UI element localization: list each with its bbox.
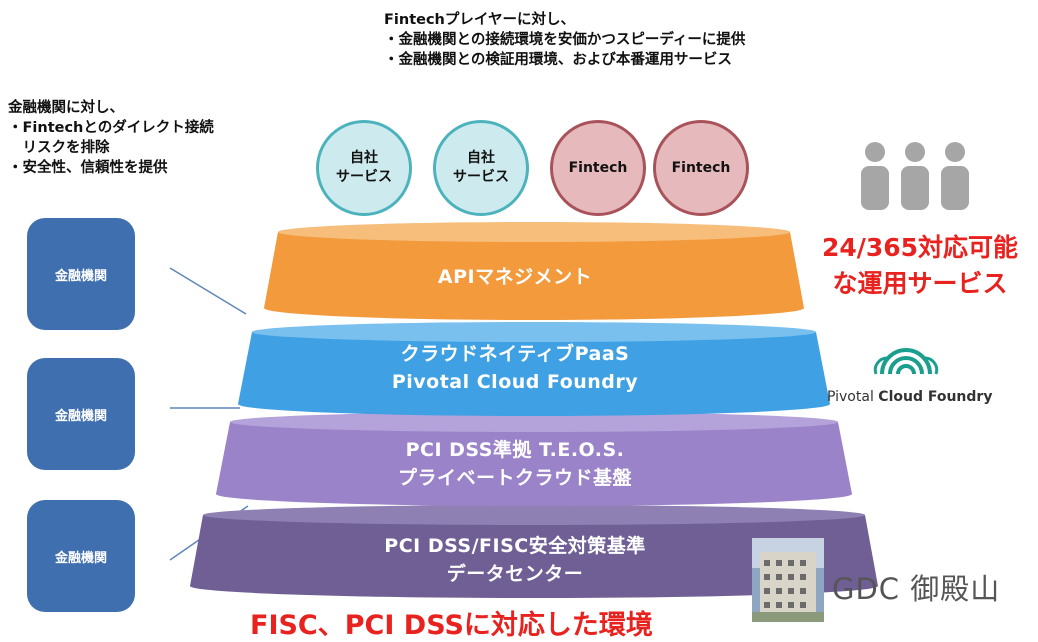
bank-note-line: ・Fintechとのダイレクト接続 — [8, 120, 214, 136]
circle-label: サービス — [336, 169, 392, 185]
pci-layer-subtitle: プライベートクラウド基盤 — [397, 467, 632, 489]
pcf-logo-word: Pivotal — [827, 389, 874, 405]
pci-layer — [216, 422, 852, 494]
fintech-note: Fintechプレイヤーに対し、 ・金融機関との接続環境を安価かつスピーディーに… — [384, 10, 745, 70]
bank-note-line: 金融機関に対し、 — [8, 100, 124, 116]
own-service-circle: 自社 サービス — [316, 120, 412, 216]
pci-layer-title: PCI DSS準拠 T.E.O.S. — [405, 439, 625, 461]
ops-service-line: な運用サービス — [832, 269, 1008, 298]
fintech-circle: Fintech — [550, 120, 646, 216]
bank-note-line: ・安全性、信頼性を提供 — [8, 160, 168, 176]
pcf-logo-icon — [873, 348, 939, 375]
gdc-logo: GDC 御殿山 — [832, 572, 1001, 606]
fintech-note-line: ・金融機関との接続環境を安価かつスピーディーに提供 — [384, 32, 746, 48]
connector-line — [169, 267, 247, 315]
datacenter-layer-subtitle: データセンター — [446, 563, 584, 585]
api-layer-title: APIマネジメント — [437, 266, 593, 288]
paas-layer — [238, 332, 830, 404]
building-image — [752, 538, 824, 622]
paas-layer-title: クラウドネイティブPaaS — [400, 343, 630, 365]
datacenter-layer — [190, 515, 878, 586]
bottom-title: FISC、PCI DSSに対応した環境 — [250, 610, 653, 641]
paas-layer-subtitle: Pivotal Cloud Foundry — [391, 371, 639, 393]
bank-box: 金融機関 — [27, 500, 135, 612]
api-layer-label: APIマネジメント — [150, 262, 880, 289]
people-icon — [861, 142, 969, 210]
pcf-logo-word: Cloud Foundry — [878, 389, 993, 405]
circle-label: サービス — [453, 169, 509, 185]
pci-layer-label: PCI DSS準拠 T.E.O.S. プライベートクラウド基盤 — [150, 436, 880, 492]
ops-service-label: 24/365対応可能 な運用サービス — [810, 230, 1030, 302]
fintech-note-line: Fintechプレイヤーに対し、 — [384, 12, 575, 28]
bank-note-line: リスクを排除 — [8, 140, 110, 156]
circle-label: Fintech — [671, 159, 731, 176]
circle-label: 自社 — [467, 150, 495, 166]
circle-label: 自社 — [350, 150, 378, 166]
paas-layer-label: クラウドネイティブPaaS Pivotal Cloud Foundry — [150, 340, 880, 396]
bank-box: 金融機関 — [27, 358, 135, 470]
pcf-logo-text: Pivotal Cloud Foundry — [827, 389, 992, 405]
datacenter-layer-label: PCI DSS/FISC安全対策基準 データセンター — [150, 532, 880, 588]
bank-note: 金融機関に対し、 ・Fintechとのダイレクト接続 リスクを排除 ・安全性、信… — [8, 98, 214, 178]
circle-label: Fintech — [568, 159, 628, 176]
datacenter-layer-title: PCI DSS/FISC安全対策基準 — [384, 535, 646, 557]
bank-box: 金融機関 — [27, 218, 135, 330]
own-service-circle: 自社 サービス — [433, 120, 529, 216]
fintech-circle: Fintech — [653, 120, 749, 216]
ops-service-line: 24/365対応可能 — [821, 233, 1019, 262]
fintech-note-line: ・金融機関との検証用環境、および本番運用サービス — [384, 52, 732, 68]
api-layer — [264, 232, 804, 308]
